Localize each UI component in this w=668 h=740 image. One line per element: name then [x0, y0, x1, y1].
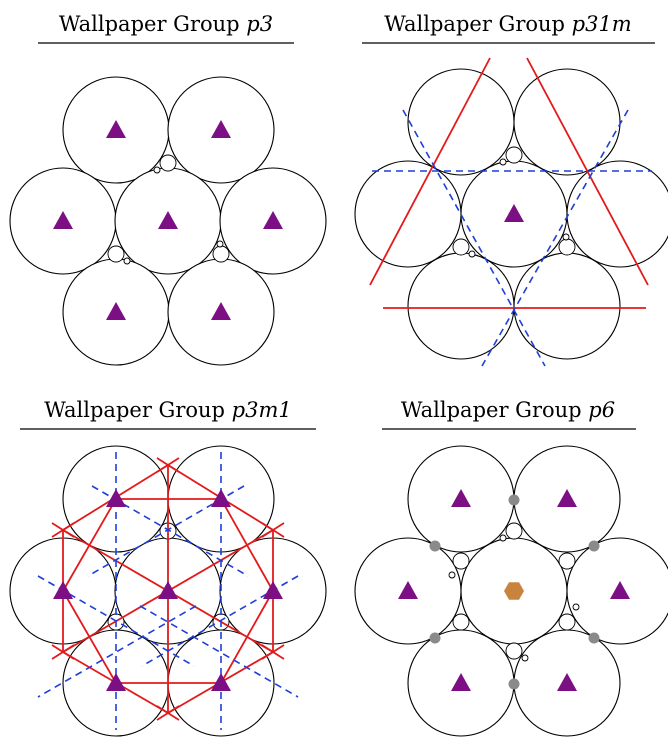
panel-p3m1: Wallpaper Group p3m1	[9, 398, 327, 737]
glide-line	[372, 109, 652, 367]
rotation-3-triangle-icon	[53, 120, 283, 320]
rotation-2-dot-icon	[429, 494, 600, 690]
disk-packing	[354, 68, 668, 360]
panel-p6: Wallpaper Group p6	[354, 398, 668, 737]
mirror-line	[51, 457, 285, 721]
panel-title-p6: Wallpaper Group p6	[401, 398, 615, 422]
rotation-6-hexagon-icon	[504, 582, 524, 600]
rotation-3-triangle-icon	[398, 489, 630, 691]
panel-p3: Wallpaper Group p3	[9, 12, 327, 366]
panel-title-p3: Wallpaper Group p3	[59, 12, 273, 36]
rotation-3-triangle-icon	[504, 204, 524, 222]
rotation-3-triangle-icon	[53, 489, 283, 691]
panel-p31m: Wallpaper Group p31m	[354, 12, 668, 367]
panel-title-p3m1: Wallpaper Group p3m1	[44, 398, 291, 422]
panel-title-p31m: Wallpaper Group p31m	[384, 12, 631, 36]
